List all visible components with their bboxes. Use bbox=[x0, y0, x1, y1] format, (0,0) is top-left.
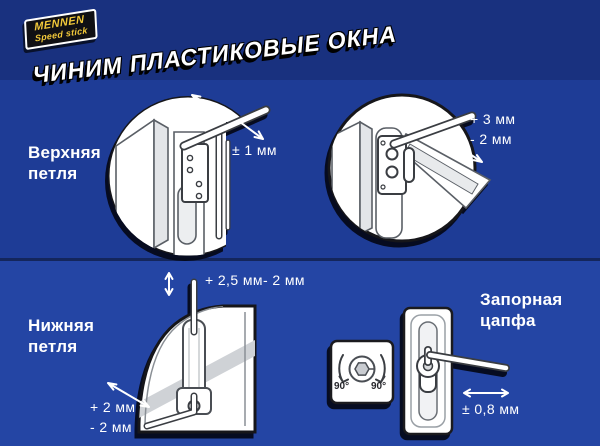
upper-section-background bbox=[0, 80, 600, 258]
section-divider bbox=[0, 258, 600, 261]
header-band bbox=[0, 0, 600, 80]
top-hinge-illustration-icon bbox=[106, 94, 271, 258]
double-arrow-diagonal-lower-icon bbox=[107, 382, 150, 408]
top-hinge-lateral-minus: - 2 мм bbox=[470, 131, 512, 147]
double-arrow-horizontal-icon bbox=[463, 388, 509, 398]
top-hinge-lateral-illustration-icon bbox=[327, 93, 492, 243]
bottom-hinge-illustration-icon bbox=[137, 278, 257, 434]
cam-angle-right: 90° bbox=[371, 381, 387, 392]
cam-rotation-diagram-icon bbox=[329, 339, 395, 405]
bottom-hinge-vertical-minus: - 2 мм bbox=[263, 272, 305, 288]
top-hinge-measure: ± 1 мм bbox=[232, 142, 277, 158]
double-arrow-diagonal-icon bbox=[441, 132, 483, 163]
locking-cam-measure: ± 0,8 мм bbox=[462, 401, 520, 417]
locking-cam-plate-illustration-icon bbox=[402, 306, 510, 436]
locking-cam-label: Запорная цапфа bbox=[480, 290, 563, 330]
bottom-hinge-label: Нижняя петля bbox=[28, 316, 95, 356]
arrow-down-right-icon bbox=[239, 121, 264, 140]
bottom-hinge-lateral-minus: - 2 мм bbox=[90, 419, 132, 435]
bottom-hinge-vertical-plus: + 2,5 мм bbox=[205, 272, 263, 288]
double-arrow-vertical-icon bbox=[164, 272, 174, 296]
arrow-up-left-icon bbox=[191, 94, 216, 110]
cam-angle-left: 90° bbox=[334, 381, 350, 392]
top-hinge-label: Верхняя петля bbox=[28, 143, 101, 183]
lower-section-background bbox=[0, 261, 600, 446]
bottom-hinge-lateral-plus: + 2 мм bbox=[90, 399, 136, 415]
top-hinge-lateral-plus: + 3 мм bbox=[470, 111, 516, 127]
